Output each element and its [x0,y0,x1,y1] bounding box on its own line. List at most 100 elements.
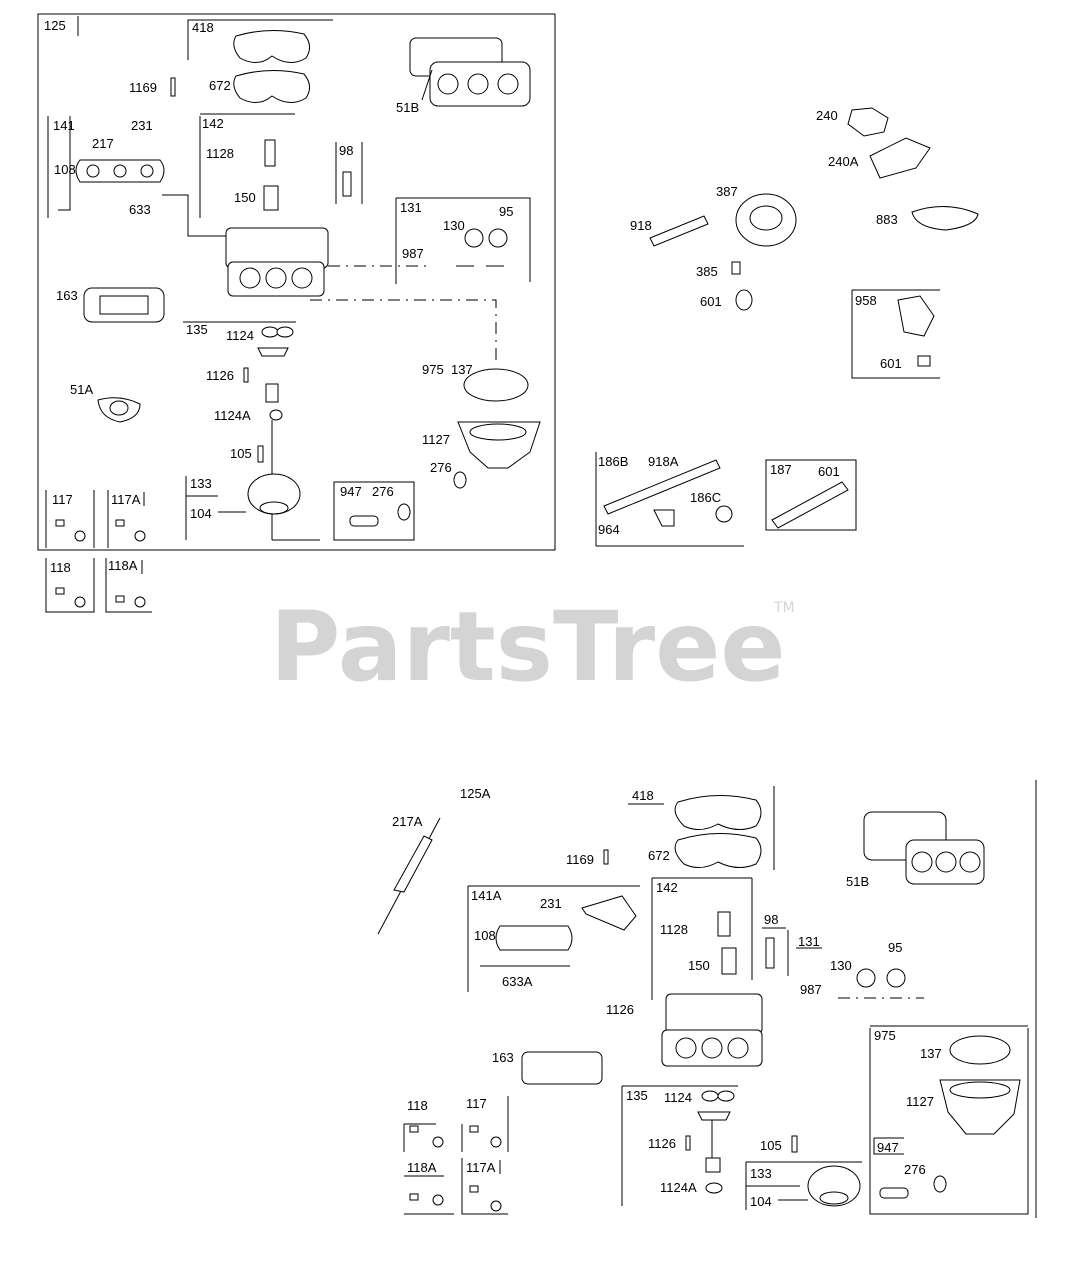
part-217-label[interactable]: 217 [92,136,114,151]
part-1126-label[interactable]: 1126 [206,368,234,383]
part-163-label[interactable]: 163 [56,288,78,303]
group-947b-label[interactable]: 947 [877,1140,899,1155]
part-130-label[interactable]: 130 [443,218,465,233]
group-118a-b-label[interactable]: 118A [407,1160,437,1175]
head-gasket-part[interactable] [227,261,325,297]
part-672-label[interactable]: 672 [209,78,231,93]
part-104-label[interactable]: 104 [190,506,212,521]
oring-137-part[interactable] [463,368,529,402]
bolt-1169-part[interactable] [170,77,176,97]
part-150b-label[interactable]: 150 [688,958,710,973]
gasket-672-part[interactable] [233,69,310,103]
part-163b-label[interactable]: 163 [492,1050,514,1065]
group-975b-label[interactable]: 975 [874,1028,896,1043]
fuel-line-918-part[interactable] [649,215,709,247]
group-118b-label[interactable]: 118 [407,1098,428,1113]
part-95-label[interactable]: 95 [499,204,513,219]
gasket-163b-part[interactable] [521,1051,603,1085]
piston-133-part[interactable] [247,473,301,515]
group-117a-b-label[interactable]: 117A [466,1160,496,1175]
head-gasket-b-part[interactable] [661,1029,763,1067]
fuel-pump-387-part[interactable] [735,193,797,247]
group-142-label[interactable]: 142 [202,116,224,131]
group-142b-label[interactable]: 142 [656,880,678,895]
bracket-1128-part[interactable] [264,139,276,167]
group-187-label[interactable]: 187 [770,462,792,477]
part-1124-label[interactable]: 1124 [226,328,254,343]
retainer-130-part-a[interactable] [464,228,484,248]
group-131b-label[interactable]: 131 [798,934,820,949]
part-186c-label[interactable]: 186C [690,490,721,505]
part-987b-label[interactable]: 987 [800,982,822,997]
part-51b-label[interactable]: 51B [396,100,419,115]
part-187-601-label[interactable]: 601 [818,464,840,479]
part-1169b-label[interactable]: 1169 [566,852,594,867]
group-118-label[interactable]: 118 [50,560,71,575]
spark-plug-b-part[interactable] [879,1187,909,1199]
part-672b-label[interactable]: 672 [648,848,670,863]
part-108b-label[interactable]: 108 [474,928,496,943]
part-137-label[interactable]: 137 [451,362,473,377]
group-125a-label[interactable]: 125A [460,786,491,801]
part-633-label[interactable]: 633 [129,202,151,217]
tee-fitting-part[interactable] [653,509,675,527]
dipstick-217a-part[interactable] [393,835,433,893]
piston-133b-part[interactable] [807,1165,861,1207]
group-418b-label[interactable]: 418 [632,788,654,803]
group-117a-label[interactable]: 117A [111,492,141,507]
group-141-label[interactable]: 141 [53,118,75,133]
fitting-958-part[interactable] [897,295,935,337]
part-385-label[interactable]: 385 [696,264,718,279]
gasket-51b-part-b[interactable] [429,61,531,107]
air-cleaner-base-part[interactable] [457,421,541,469]
group-133-label[interactable]: 133 [190,476,212,491]
gasket-883-part[interactable] [911,205,979,231]
part-947-276-label[interactable]: 276 [372,484,394,499]
part-1128-label[interactable]: 1128 [206,146,234,161]
group-118a-label[interactable]: 118A [108,558,138,573]
part-987-label[interactable]: 987 [402,246,424,261]
part-883-label[interactable]: 883 [876,212,898,227]
fuel-filter-240-part[interactable] [847,107,889,137]
part-51a-label[interactable]: 51A [70,382,93,397]
plate-150-part[interactable] [263,185,279,211]
lifter-part[interactable] [265,383,279,403]
gasket-672b-part[interactable] [674,832,762,868]
part-240-label[interactable]: 240 [816,108,838,123]
group-186b-label[interactable]: 186B [598,454,628,469]
group-135-label[interactable]: 135 [186,322,208,337]
oring-137b-part[interactable] [949,1035,1011,1065]
part-1126-top-label[interactable]: 1126 [606,1002,634,1017]
part-975-label[interactable]: 975 [422,362,444,377]
gasket-51b-b-part-b[interactable] [905,839,985,885]
part-231b-label[interactable]: 231 [540,896,562,911]
group-117-label[interactable]: 117 [52,492,73,507]
gasket-163-part[interactable] [83,287,165,323]
part-1124a-b-label[interactable]: 1124A [660,1180,697,1195]
part-964-label[interactable]: 964 [598,522,620,537]
part-108-label[interactable]: 108 [54,162,76,177]
group-131-label[interactable]: 131 [400,200,422,215]
group-133b-label[interactable]: 133 [750,1166,772,1181]
valve-98-part[interactable] [342,171,352,197]
part-1124b-label[interactable]: 1124 [664,1090,692,1105]
cylinder-head-b-part[interactable] [665,993,763,1035]
group-958-label[interactable]: 958 [855,293,877,308]
part-217a-label[interactable]: 217A [392,814,423,829]
part-150-label[interactable]: 150 [234,190,256,205]
part-1127b-label[interactable]: 1127 [906,1094,934,1109]
retainer-130-part-b[interactable] [488,228,508,248]
group-141a-label[interactable]: 141A [471,888,502,903]
part-1169-label[interactable]: 1169 [129,80,157,95]
part-240a-label[interactable]: 240A [828,154,859,169]
gasket-51a-part[interactable] [97,397,141,423]
part-1126b-label[interactable]: 1126 [648,1136,676,1151]
part-105b-label[interactable]: 105 [760,1138,782,1153]
part-276-label[interactable]: 276 [430,460,452,475]
part-633a-label[interactable]: 633A [502,974,533,989]
group-947-label[interactable]: 947 [340,484,362,499]
spark-plug-part[interactable] [349,515,379,527]
part-1124a-label[interactable]: 1124A [214,408,251,423]
rocker-arm-part[interactable] [257,347,289,357]
group-117b-label[interactable]: 117 [466,1096,487,1111]
